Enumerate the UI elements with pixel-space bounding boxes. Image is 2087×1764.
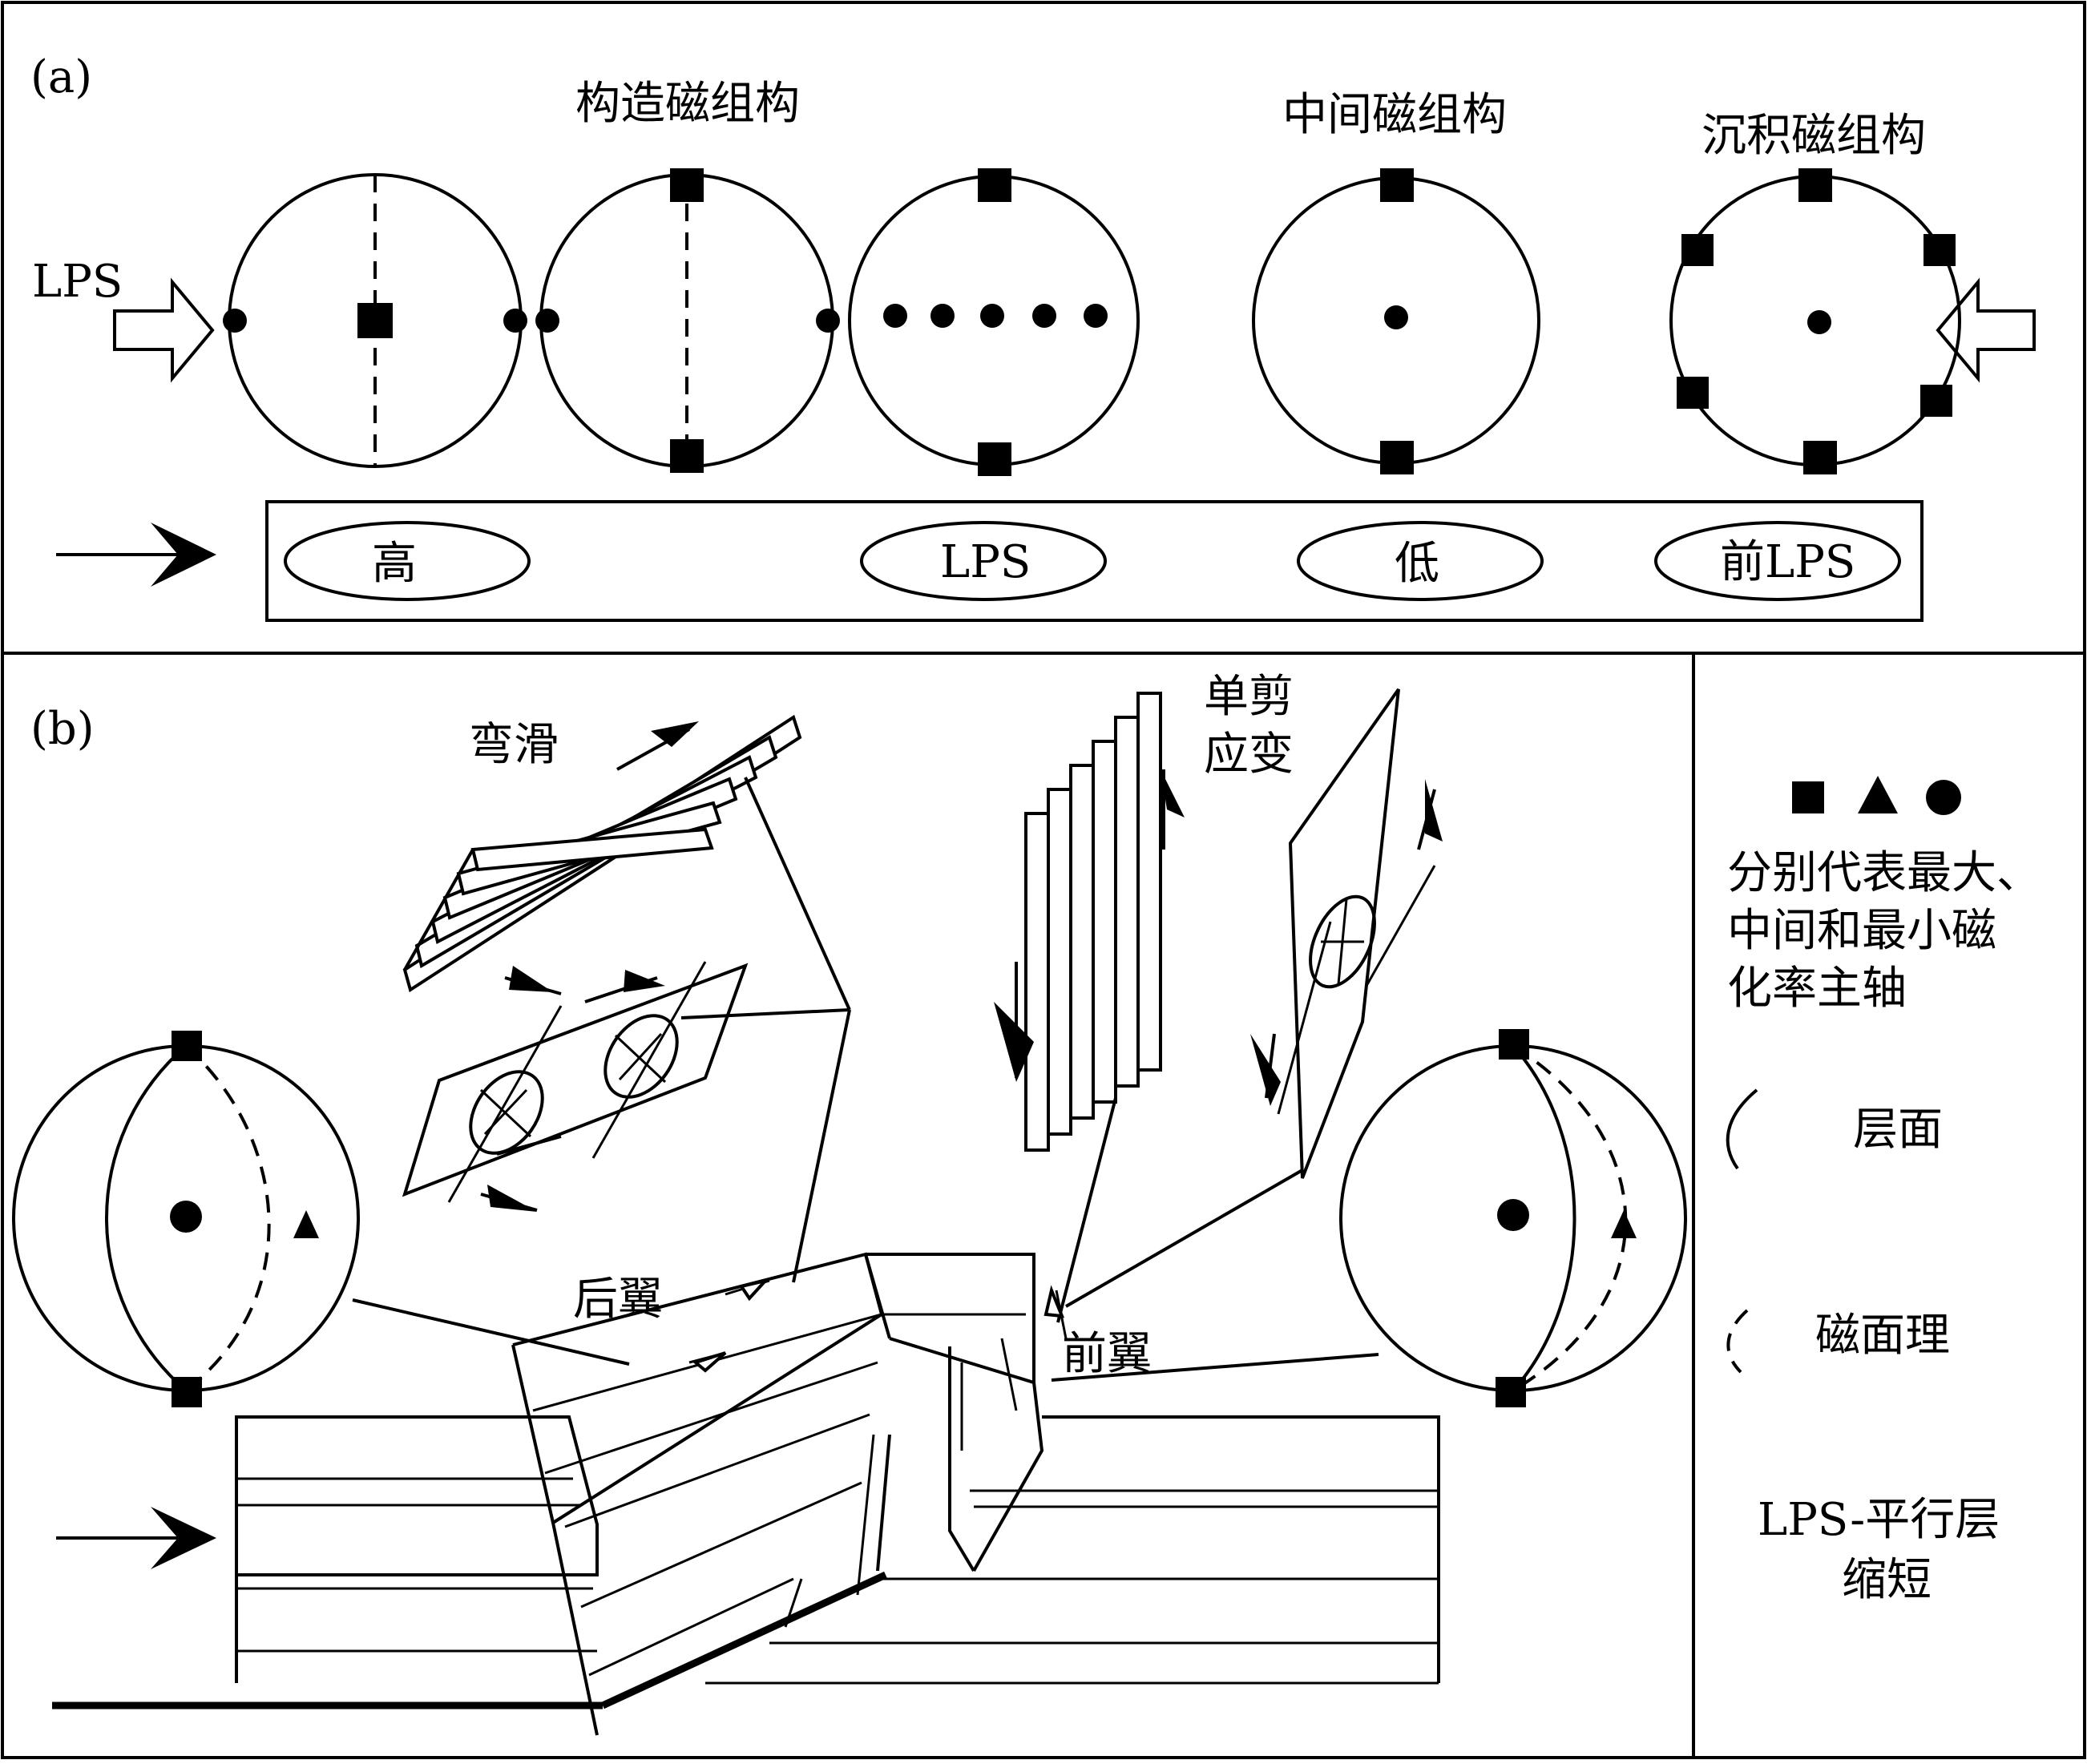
stereonet-2 bbox=[535, 168, 840, 473]
left-sphere bbox=[12, 1031, 360, 1407]
lps-open-arrow-right bbox=[1936, 277, 2036, 383]
legend-foliation-label: 磁面理 bbox=[1815, 1310, 1950, 1362]
sedimentary-fabric-title: 沉积磁组构 bbox=[1701, 110, 1926, 162]
legend-axes-line-3: 化率主轴 bbox=[1727, 963, 1907, 1015]
legend-triangle-symbol bbox=[1858, 776, 1898, 813]
scale-arrowhead bbox=[151, 523, 216, 587]
legend-circle-symbol bbox=[1926, 780, 1961, 815]
lps-open-arrow-left bbox=[113, 277, 215, 383]
legend-lps-line-1: LPS-平行层 bbox=[1758, 1494, 2000, 1546]
intermediate-fabric-title: 中间磁组构 bbox=[1282, 89, 1507, 141]
stereonet-1 bbox=[223, 173, 527, 468]
scale-ellipse-high bbox=[284, 521, 531, 601]
stereonet-5 bbox=[1669, 168, 1961, 474]
simple-shear-plates bbox=[994, 692, 1185, 1152]
flexural-slip-strain-plate bbox=[402, 961, 749, 1212]
legend-square-symbol bbox=[1792, 781, 1824, 813]
stereonet-3 bbox=[848, 168, 1140, 476]
stereonet-4 bbox=[1252, 168, 1540, 474]
simple-shear-label-2: 应变 bbox=[1204, 729, 1294, 781]
scale-ellipse-lps bbox=[860, 521, 1107, 601]
scale-pre-lps-label: 前LPS bbox=[1720, 536, 1855, 588]
legend-axes-line-1: 分别代表最大、 bbox=[1727, 847, 2041, 899]
legend-lps-line-2: 缩短 bbox=[1842, 1554, 1932, 1606]
panel-a-label: (a) bbox=[30, 51, 92, 103]
connector-lines bbox=[352, 777, 1379, 1382]
right-sphere bbox=[1339, 1029, 1687, 1407]
scale-ellipse-pre-lps bbox=[1654, 521, 1901, 601]
legend-axes-line-2: 中间和最小磁 bbox=[1727, 905, 1996, 957]
simple-shear-label-1: 单剪 bbox=[1204, 671, 1294, 723]
flexural-slip-layers bbox=[402, 714, 802, 993]
scale-ellipse-low bbox=[1297, 521, 1544, 601]
scale-high-label: 高 bbox=[372, 538, 417, 590]
lps-arrowhead-bottom bbox=[151, 1507, 216, 1569]
panel-b-label: (b) bbox=[30, 703, 95, 755]
tectonic-fabric-title: 构造磁组构 bbox=[575, 78, 800, 130]
scale-lps-label: LPS bbox=[940, 536, 1031, 588]
lps-left-label: LPS bbox=[32, 256, 123, 308]
fore-limb-label: 前翼 bbox=[1062, 1328, 1152, 1380]
legend-foliation-symbol bbox=[1726, 1309, 1749, 1374]
scale-low-label: 低 bbox=[1395, 538, 1439, 590]
legend-bedding-symbol bbox=[1726, 1088, 1758, 1170]
fold-block bbox=[52, 1252, 1440, 1736]
simple-shear-strain-plate bbox=[1250, 688, 1443, 1179]
flexural-slip-label: 弯滑 bbox=[469, 719, 559, 771]
legend-bedding-label: 层面 bbox=[1853, 1104, 1943, 1156]
scale-box bbox=[265, 500, 1924, 622]
